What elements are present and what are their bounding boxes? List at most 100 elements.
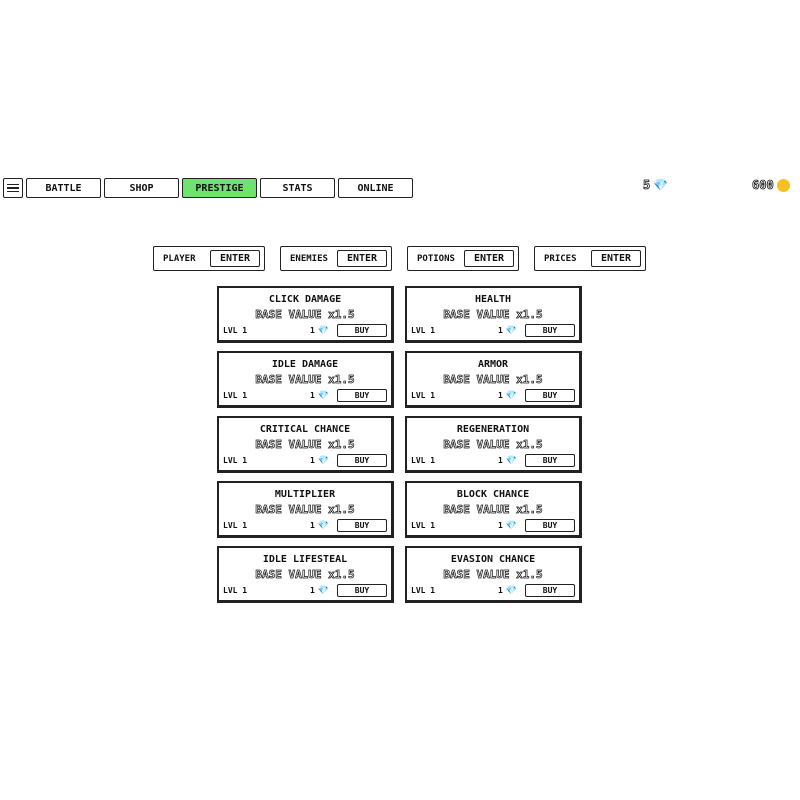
upgrade-level: LVL 1 [223,521,248,530]
enter-enemies-button[interactable]: ENTER [337,250,387,267]
diamond-icon: 💎 [317,520,329,531]
upgrade-card: MULTIPLIER BASE VALUE x1.5 LVL 1 1💎 BUY [217,481,394,538]
upgrade-description: BASE VALUE x1.5 [255,438,355,452]
upgrade-card: ARMOR BASE VALUE x1.5 LVL 1 1💎 BUY [405,351,582,408]
enter-prices-button[interactable]: ENTER [591,250,641,267]
upgrade-title: MULTIPLIER [274,489,336,500]
upgrade-cost: 1💎 [498,326,517,336]
cost-value: 1 [309,521,315,530]
cost-value: 1 [309,586,315,595]
buy-button[interactable]: BUY [525,389,575,402]
upgrade-level: LVL 1 [223,391,248,400]
cost-value: 1 [309,326,315,335]
gem-count: 5 [643,178,651,193]
upgrade-cost: 1💎 [310,456,329,466]
section-player: PLAYER ENTER [153,246,265,271]
upgrade-level: LVL 1 [411,456,436,465]
upgrade-card: IDLE DAMAGE BASE VALUE x1.5 LVL 1 1💎 BUY [217,351,394,408]
section-enemies: ENEMIES ENTER [280,246,392,271]
upgrade-description: BASE VALUE x1.5 [443,568,543,582]
cost-value: 1 [497,456,503,465]
upgrade-description: BASE VALUE x1.5 [255,568,355,582]
upgrade-title: BLOCK CHANCE [456,489,530,500]
upgrade-cost: 1💎 [310,391,329,401]
upgrade-cost: 1💎 [498,391,517,401]
upgrade-level: LVL 1 [411,391,436,400]
buy-button[interactable]: BUY [337,389,387,402]
diamond-icon: 💎 [505,455,517,466]
menu-button[interactable] [3,178,23,198]
upgrade-level: LVL 1 [223,586,248,595]
diamond-icon: 💎 [317,390,329,401]
upgrade-card: CRITICAL CHANCE BASE VALUE x1.5 LVL 1 1💎… [217,416,394,473]
buy-button[interactable]: BUY [525,454,575,467]
buy-button[interactable]: BUY [337,454,387,467]
upgrade-title: ARMOR [477,359,509,370]
hamburger-icon-line [7,190,19,193]
upgrade-card: EVASION CHANCE BASE VALUE x1.5 LVL 1 1💎 … [405,546,582,603]
upgrade-title: REGENERATION [456,424,530,435]
tab-shop[interactable]: SHOP [104,178,179,198]
diamond-icon: 💎 [505,520,517,531]
upgrade-card: REGENERATION BASE VALUE x1.5 LVL 1 1💎 BU… [405,416,582,473]
section-label: POTIONS [417,253,455,264]
buy-button[interactable]: BUY [337,584,387,597]
upgrade-card: HEALTH BASE VALUE x1.5 LVL 1 1💎 BUY [405,286,582,343]
upgrade-cost: 1💎 [498,586,517,596]
upgrade-level: LVL 1 [223,456,248,465]
cost-value: 1 [309,456,315,465]
buy-button[interactable]: BUY [337,324,387,337]
upgrade-description: BASE VALUE x1.5 [443,503,543,517]
upgrade-cost: 1💎 [310,521,329,531]
upgrade-level: LVL 1 [411,586,436,595]
cost-value: 1 [309,391,315,400]
upgrade-cost: 1💎 [310,326,329,336]
buy-button[interactable]: BUY [525,584,575,597]
upgrade-card: CLICK DAMAGE BASE VALUE x1.5 LVL 1 1💎 BU… [217,286,394,343]
coin-icon [776,178,790,192]
diamond-icon: 💎 [505,585,517,596]
diamond-icon: 💎 [505,325,517,336]
upgrade-card: IDLE LIFESTEAL BASE VALUE x1.5 LVL 1 1💎 … [217,546,394,603]
cost-value: 1 [497,586,503,595]
gold-count: 600 [752,178,774,193]
hamburger-icon-line [7,187,19,189]
section-label: PLAYER [163,253,196,264]
diamond-icon: 💎 [317,325,329,336]
buy-button[interactable]: BUY [525,324,575,337]
tab-battle[interactable]: BATTLE [26,178,101,198]
upgrade-title: CLICK DAMAGE [268,294,342,305]
upgrade-description: BASE VALUE x1.5 [255,373,355,387]
buy-button[interactable]: BUY [337,519,387,532]
diamond-icon: 💎 [653,178,669,192]
diamond-icon: 💎 [505,390,517,401]
diamond-icon: 💎 [317,455,329,466]
upgrade-cost: 1💎 [498,521,517,531]
tab-stats[interactable]: STATS [260,178,335,198]
upgrade-cost: 1💎 [310,586,329,596]
section-potions: POTIONS ENTER [407,246,519,271]
upgrade-title: CRITICAL CHANCE [259,424,351,435]
upgrade-title: HEALTH [474,294,512,305]
tab-prestige[interactable]: PRESTIGE [182,178,257,198]
hamburger-icon [7,183,19,186]
top-nav: BATTLE SHOP PRESTIGE STATS ONLINE [3,178,413,198]
tab-online[interactable]: ONLINE [338,178,413,198]
cost-value: 1 [497,521,503,530]
upgrade-level: LVL 1 [411,326,436,335]
enter-player-button[interactable]: ENTER [210,250,260,267]
diamond-icon: 💎 [317,585,329,596]
upgrade-title: IDLE LIFESTEAL [262,554,348,565]
buy-button[interactable]: BUY [525,519,575,532]
cost-value: 1 [497,326,503,335]
section-prices: PRICES ENTER [534,246,646,271]
section-label: ENEMIES [290,253,328,264]
upgrade-description: BASE VALUE x1.5 [443,373,543,387]
upgrade-title: IDLE DAMAGE [271,359,339,370]
upgrade-level: LVL 1 [411,521,436,530]
upgrade-description: BASE VALUE x1.5 [443,438,543,452]
enter-potions-button[interactable]: ENTER [464,250,514,267]
cost-value: 1 [497,391,503,400]
section-label: PRICES [544,253,577,264]
